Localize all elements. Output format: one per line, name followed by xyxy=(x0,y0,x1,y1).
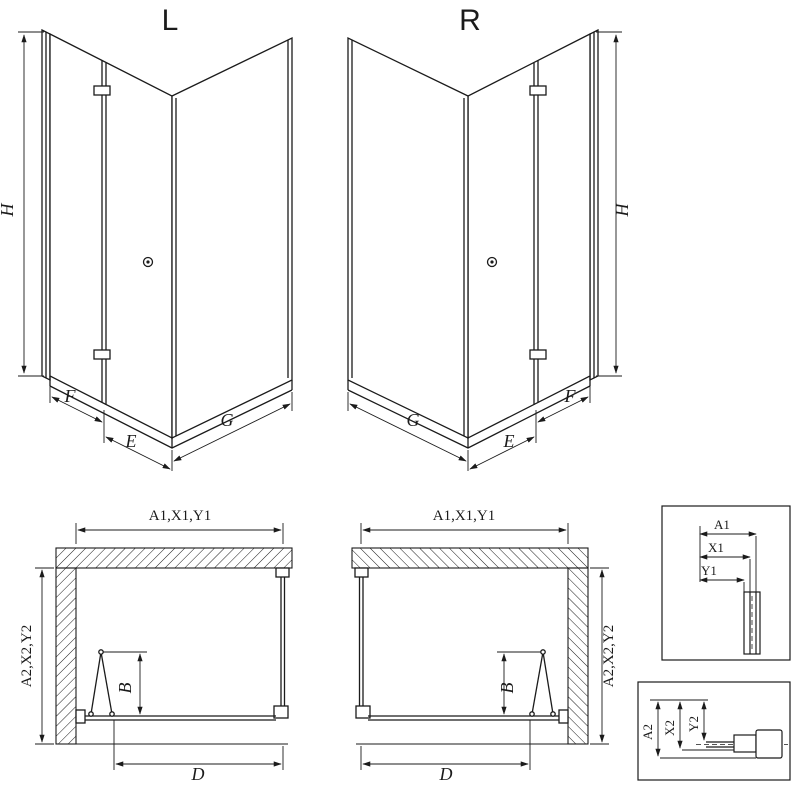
iso-left-label: L xyxy=(162,4,179,37)
iso-right-dim-height: H xyxy=(612,203,632,218)
iso-right-label: R xyxy=(459,4,481,37)
detail-bottom-dim-x2: X2 xyxy=(662,720,677,736)
detail-bottom-dim-a2: A2 xyxy=(640,724,655,740)
iso-right-dim-e: E xyxy=(503,431,515,451)
detail-top-dimensions xyxy=(699,526,757,592)
plan-left-dim-d: D xyxy=(191,764,205,784)
detail-top-frame xyxy=(661,505,791,661)
iso-right-dim-g: G xyxy=(407,410,420,430)
detail-bottom-dim-y2: Y2 xyxy=(686,716,701,732)
iso-left-dim-g: G xyxy=(221,410,234,430)
detail-top-dim-a1: A1 xyxy=(714,517,730,532)
plan-right-dim-top: A1,X1,Y1 xyxy=(433,508,496,524)
detail-bottom-box: A2 X2 Y2 xyxy=(637,681,791,781)
plan-left-dim-top: A1,X1,Y1 xyxy=(149,508,212,524)
iso-right-dim-f: F xyxy=(564,386,577,406)
plan-left-dim-b: B xyxy=(115,683,135,694)
plan-right-dim-side: A2,X2,Y2 xyxy=(601,625,617,688)
iso-left-dim-height: H xyxy=(0,203,17,218)
iso-left-dim-e: E xyxy=(125,431,137,451)
iso-left-dim-f: F xyxy=(64,386,77,406)
detail-top-dim-x1: X1 xyxy=(708,540,724,555)
detail-top-profile xyxy=(743,591,761,655)
plan-right-dim-b: B xyxy=(497,683,517,694)
plan-left-dim-side: A2,X2,Y2 xyxy=(19,625,35,688)
plan-right-dim-d: D xyxy=(439,764,453,784)
detail-top-dim-y1: Y1 xyxy=(701,563,717,578)
detail-bottom-frame xyxy=(637,681,791,781)
detail-bottom-profile xyxy=(696,729,788,759)
detail-top-box: A1 X1 Y1 xyxy=(661,505,791,661)
